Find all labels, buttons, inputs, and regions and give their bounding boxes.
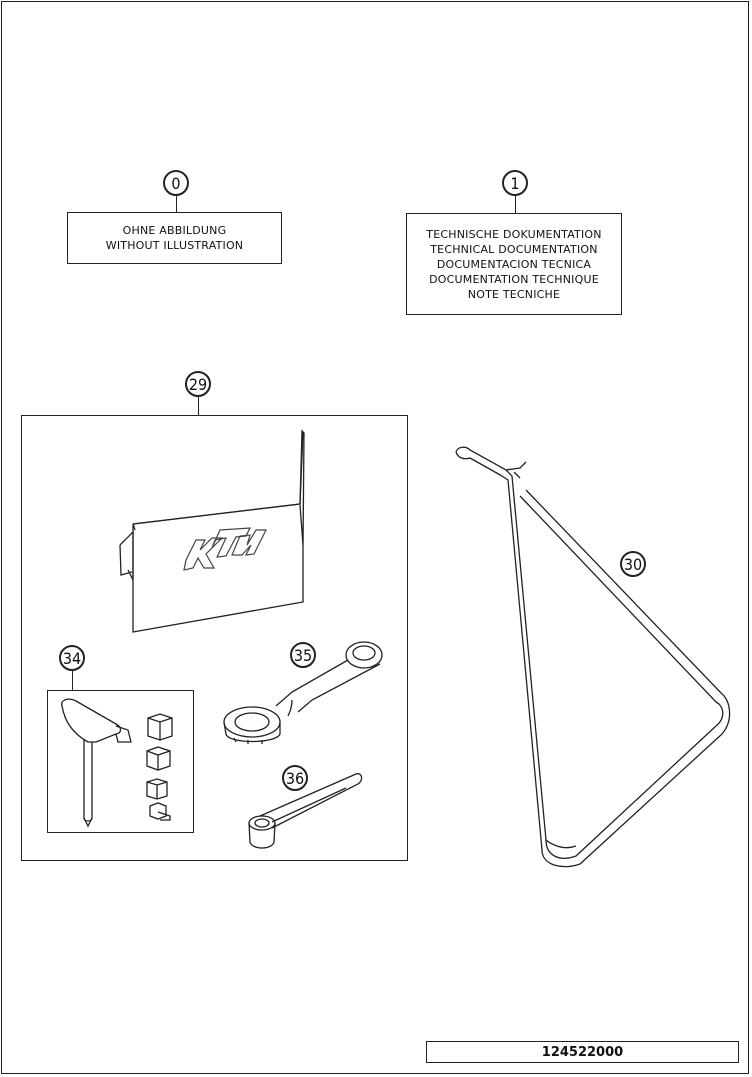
leader-1	[515, 196, 516, 213]
hex-bit-drawing[interactable]	[147, 713, 173, 741]
ktm-logo-icon	[183, 527, 267, 571]
tool-kit-group-box	[21, 415, 408, 861]
label-line: DOCUMENTATION TECHNIQUE	[429, 272, 599, 286]
label-line: WITHOUT ILLUSTRATION	[105, 239, 244, 252]
hex-bit-drawing[interactable]	[146, 778, 168, 800]
callout-36[interactable]: 36	[282, 765, 308, 791]
side-stand-drawing[interactable]	[455, 446, 731, 868]
label-line: TECHNISCHE DOKUMENTATION	[426, 227, 602, 241]
label-without-illustration: OHNE ABBILDUNG WITHOUT ILLUSTRATION	[67, 212, 282, 264]
label-line: DOCUMENTACION TECNICA	[436, 257, 592, 271]
tool-bag-drawing[interactable]	[119, 429, 305, 633]
leader-29	[198, 397, 199, 415]
callout-30[interactable]: 30	[620, 551, 646, 577]
hex-bit-drawing[interactable]	[149, 802, 171, 821]
callout-35[interactable]: 35	[290, 642, 316, 668]
pin-wrench-drawing[interactable]	[223, 641, 383, 744]
callout-0[interactable]: 0	[163, 170, 189, 196]
label-line: OHNE ABBILDUNG	[122, 224, 227, 237]
part-number-box: 124522000	[426, 1041, 739, 1063]
leader-34	[72, 670, 73, 690]
hex-key-set-group-box	[47, 690, 194, 833]
callout-34[interactable]: 34	[59, 645, 85, 671]
leader-0	[176, 196, 177, 212]
callout-1[interactable]: 1	[502, 170, 528, 196]
t-handle-hex-key-drawing[interactable]	[61, 698, 132, 828]
hex-bit-drawing[interactable]	[146, 746, 171, 771]
callout-29[interactable]: 29	[185, 371, 211, 397]
socket-wrench-drawing[interactable]	[248, 773, 363, 849]
label-technical-documentation: TECHNISCHE DOKUMENTATION TECHNICAL DOCUM…	[406, 213, 622, 315]
label-line: TECHNICAL DOCUMENTATION	[430, 242, 598, 256]
label-line: NOTE TECNICHE	[467, 287, 561, 301]
